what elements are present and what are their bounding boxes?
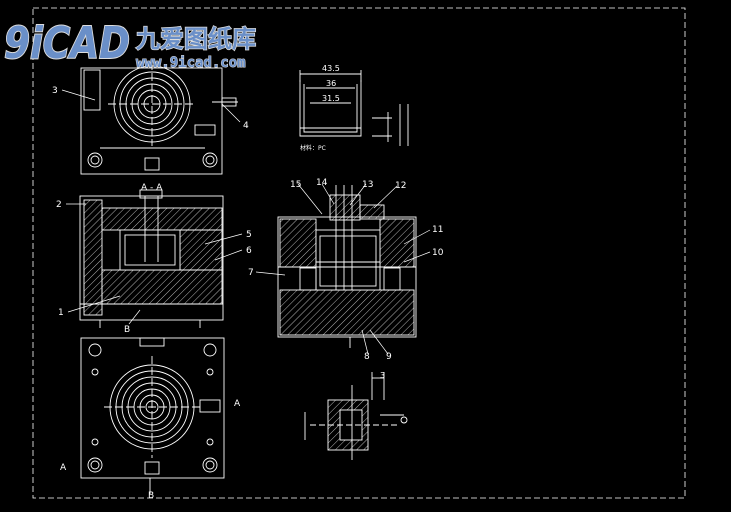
watermark-title: 九爱图纸库 [135, 25, 256, 53]
section-aa-view [79, 189, 224, 328]
section-marker-b-top: B [124, 325, 130, 335]
part-number-15: 15 [290, 180, 301, 190]
part-number-14: 14 [316, 178, 328, 188]
part-number-10: 10 [432, 248, 444, 258]
part-number-4: 4 [243, 121, 249, 131]
part-number-5: 5 [246, 230, 252, 240]
drawing-frame [32, 7, 686, 499]
dimension-43-5: 43.5 [322, 64, 340, 73]
watermark-url: www.9icad.com [136, 55, 246, 71]
part-number-9: 9 [386, 352, 392, 362]
dimension-36: 36 [326, 79, 336, 88]
dimension-3: 3 [380, 371, 385, 380]
dimension-31-5: 31.5 [322, 94, 340, 103]
bottom-view [80, 337, 225, 494]
watermark-logo: 9iCAD [4, 18, 130, 69]
part-detail-view [299, 70, 409, 146]
part-number-1: 1 [58, 308, 64, 318]
part-number-8: 8 [364, 352, 370, 362]
part-number-3: 3 [52, 86, 58, 96]
insert-detail-view [304, 372, 408, 460]
section-marker-b-bottom: B [148, 491, 154, 501]
part-number-12: 12 [395, 181, 406, 191]
assembly-section-view [277, 185, 417, 348]
watermark: 9iCAD 九爱图纸库 www.9icad.com [3, 17, 257, 72]
part-number-11: 11 [432, 225, 443, 235]
part-number-2: 2 [56, 200, 62, 210]
part-number-7: 7 [248, 268, 254, 278]
section-label-aa: A - A [141, 183, 163, 193]
section-marker-a-right: A [234, 399, 241, 409]
part-material-note: 材料：PC [300, 144, 326, 152]
leader-lines [61, 89, 431, 355]
top-view [80, 62, 238, 175]
section-marker-a-left: A [60, 463, 67, 473]
part-number-6: 6 [246, 246, 252, 256]
part-number-13: 13 [362, 180, 373, 190]
